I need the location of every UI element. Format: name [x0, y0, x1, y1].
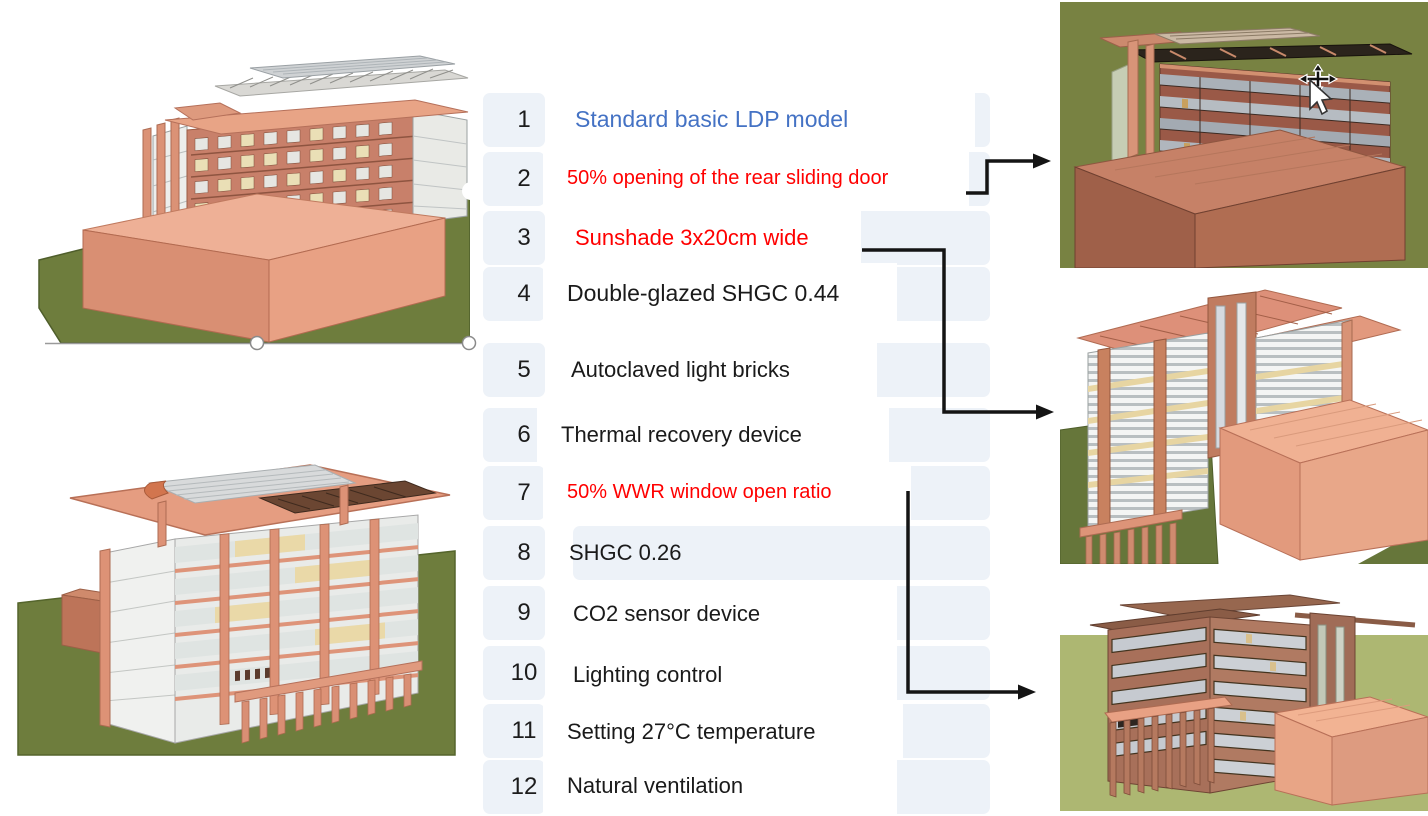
row-label-box-9[interactable]: CO2 sensor device	[549, 582, 897, 645]
list-row-3: 3 Sunshade 3x20cm wide	[483, 207, 990, 268]
row-label: Natural ventilation	[567, 773, 744, 798]
list-row-4: 4 Double-glazed SHGC 0.44	[483, 263, 990, 324]
building-image-top-right[interactable]	[1060, 2, 1428, 268]
row-label: Thermal recovery device	[561, 421, 802, 447]
list-row-5: 5 Autoclaved light bricks	[483, 339, 990, 400]
list-row-7: 7 50% WWR window open ratio	[483, 462, 990, 523]
list-row-10: 10 Lighting control	[483, 643, 990, 706]
row-number: 1	[517, 106, 531, 133]
row-label: Autoclaved light bricks	[571, 356, 790, 382]
row-label: Sunshade 3x20cm wide	[575, 224, 809, 250]
arrowhead-icon	[1018, 684, 1036, 700]
row-label: 50% opening of the rear sliding door	[567, 167, 889, 189]
row-label-box-11[interactable]: Setting 27°C temperature	[543, 701, 903, 762]
row-number: 3	[517, 224, 531, 251]
row-number-cell: 12	[483, 760, 545, 814]
row-label: Standard basic LDP model	[575, 106, 849, 132]
row-label-box-6[interactable]: Thermal recovery device	[537, 404, 889, 465]
row-number-cell: 3	[483, 211, 545, 265]
row-number: 5	[517, 356, 531, 383]
row-label: 50% WWR window open ratio	[567, 481, 832, 503]
row-number-cell: 7	[483, 466, 545, 520]
row-number-cell: 4	[483, 267, 545, 321]
list-row-8: 8 SHGC 0.26	[483, 526, 990, 580]
list-row-12: 12 Natural ventilation	[483, 757, 990, 815]
row-number-cell: 2	[483, 152, 545, 206]
row-number: 7	[517, 479, 531, 506]
row-label: CO2 sensor device	[573, 600, 761, 626]
row-label-box-2[interactable]: 50% opening of the rear sliding door	[543, 148, 969, 209]
row-label: Double-glazed SHGC 0.44	[567, 280, 840, 306]
row-number: 9	[517, 599, 531, 626]
row-number-cell: 9	[483, 586, 545, 640]
row-label-box-5[interactable]: Autoclaved light bricks	[547, 339, 877, 400]
row-label-8[interactable]: SHGC 0.26	[569, 526, 682, 580]
row-number: 6	[517, 421, 531, 448]
list-row-9: 9 CO2 sensor device	[483, 582, 990, 645]
building-image-middle-right[interactable]	[1060, 278, 1428, 564]
row-number-cell: 11	[483, 704, 545, 758]
row-number-cell: 8	[483, 526, 545, 580]
row-label-box-12[interactable]: Natural ventilation	[543, 757, 897, 815]
building-image-bottom-right[interactable]	[1060, 585, 1428, 816]
list-row-1: 1 Standard basic LDP model	[483, 89, 990, 150]
row-number: 8	[517, 539, 531, 566]
row-label: Setting 27°C temperature	[567, 718, 816, 744]
row-number: 12	[510, 773, 538, 800]
arrowhead-icon	[1033, 153, 1051, 169]
list-row-11: 11 Setting 27°C temperature	[483, 701, 990, 762]
row-number-cell: 10	[483, 646, 545, 700]
row-number-cell: 6	[483, 408, 545, 462]
row-number: 4	[517, 280, 531, 307]
row-label-box-1[interactable]: Standard basic LDP model	[551, 89, 975, 150]
row-number: 10	[510, 659, 538, 686]
row-label-box-10[interactable]: Lighting control	[549, 643, 897, 706]
row-label-box-7[interactable]: 50% WWR window open ratio	[543, 462, 911, 523]
row-label: Lighting control	[573, 661, 723, 687]
row-number-cell: 5	[483, 343, 545, 397]
row-label-box-4[interactable]: Double-glazed SHGC 0.44	[543, 263, 897, 324]
building-image-top-left[interactable]	[25, 8, 470, 343]
row-number: 2	[517, 165, 531, 192]
building-image-bottom-left[interactable]	[10, 443, 460, 780]
row-label: SHGC 0.26	[569, 540, 682, 565]
row-number-cell: 1	[483, 93, 545, 147]
row-number: 11	[511, 717, 537, 744]
arrowhead-icon	[1036, 404, 1054, 420]
list-row-6: 6 Thermal recovery device	[483, 404, 990, 465]
row-label-box-3[interactable]: Sunshade 3x20cm wide	[551, 207, 861, 268]
list-row-2: 2 50% opening of the rear sliding door	[483, 148, 990, 209]
